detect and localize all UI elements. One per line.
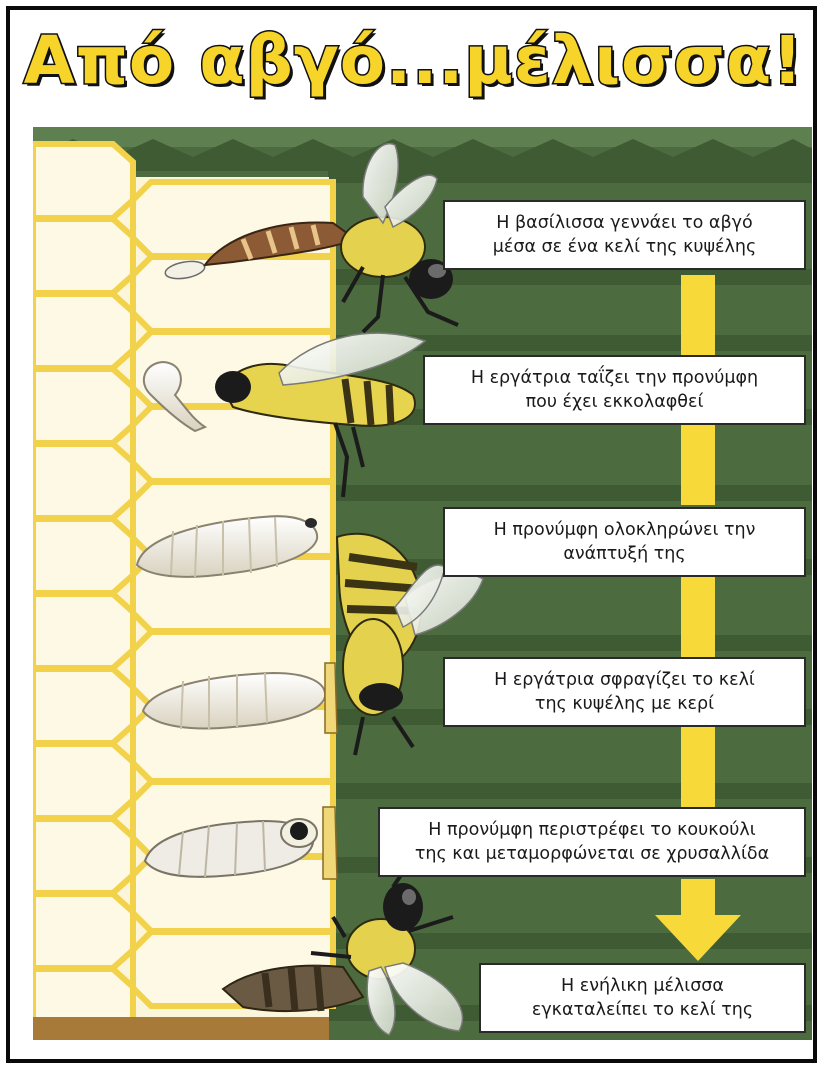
step-text-4: Η εργάτρια σφραγίζει το κελί της κυψέλης… — [494, 668, 755, 716]
honeycomb-left-cell — [33, 444, 133, 518]
honeycomb-left-cell — [33, 744, 133, 818]
poster-title: Από αβγό...μέλισσα! — [0, 22, 827, 99]
honeycomb-left-cell — [33, 519, 133, 593]
honeycomb-left-cell — [33, 594, 133, 668]
step-text-5: Η προνύμφη περιστρέφει το κουκούλι της κ… — [415, 818, 769, 866]
step-box-6: Η ενήλικη μέλισσα εγκαταλείπει το κελί τ… — [479, 963, 806, 1033]
honeycomb-left-cell — [33, 894, 133, 968]
step-text-2: Η εργάτρια ταΐζει την προνύμφη που έχει … — [471, 366, 758, 414]
step-text-1: Η βασίλισσα γεννάει το αβγό μέσα σε ένα … — [493, 211, 756, 259]
step-box-1: Η βασίλισσα γεννάει το αβγό μέσα σε ένα … — [443, 200, 806, 270]
honeycomb-left-cell — [33, 219, 133, 293]
honeycomb-left-cell — [33, 144, 133, 218]
honeycomb-left-cell — [33, 294, 133, 368]
honeycomb-left-cell — [33, 369, 133, 443]
honeycomb-cell — [133, 257, 333, 331]
step-box-5: Η προνύμφη περιστρέφει το κουκούλι της κ… — [378, 807, 806, 877]
step-text-6: Η ενήλικη μέλισσα εγκαταλείπει το κελί τ… — [532, 974, 753, 1022]
step-box-2: Η εργάτρια ταΐζει την προνύμφη που έχει … — [423, 355, 806, 425]
wax-base — [33, 1017, 329, 1040]
step-box-3: Η προνύμφη ολοκληρώνει την ανάπτυξή της — [443, 507, 806, 577]
life-cycle-scene: Η βασίλισσα γεννάει το αβγό μέσα σε ένα … — [33, 127, 812, 1040]
step-box-4: Η εργάτρια σφραγίζει το κελί της κυψέλης… — [443, 657, 806, 727]
honeycomb-left-cell — [33, 819, 133, 893]
step-text-3: Η προνύμφη ολοκληρώνει την ανάπτυξή της — [494, 518, 756, 566]
honeycomb-left-cell — [33, 669, 133, 743]
